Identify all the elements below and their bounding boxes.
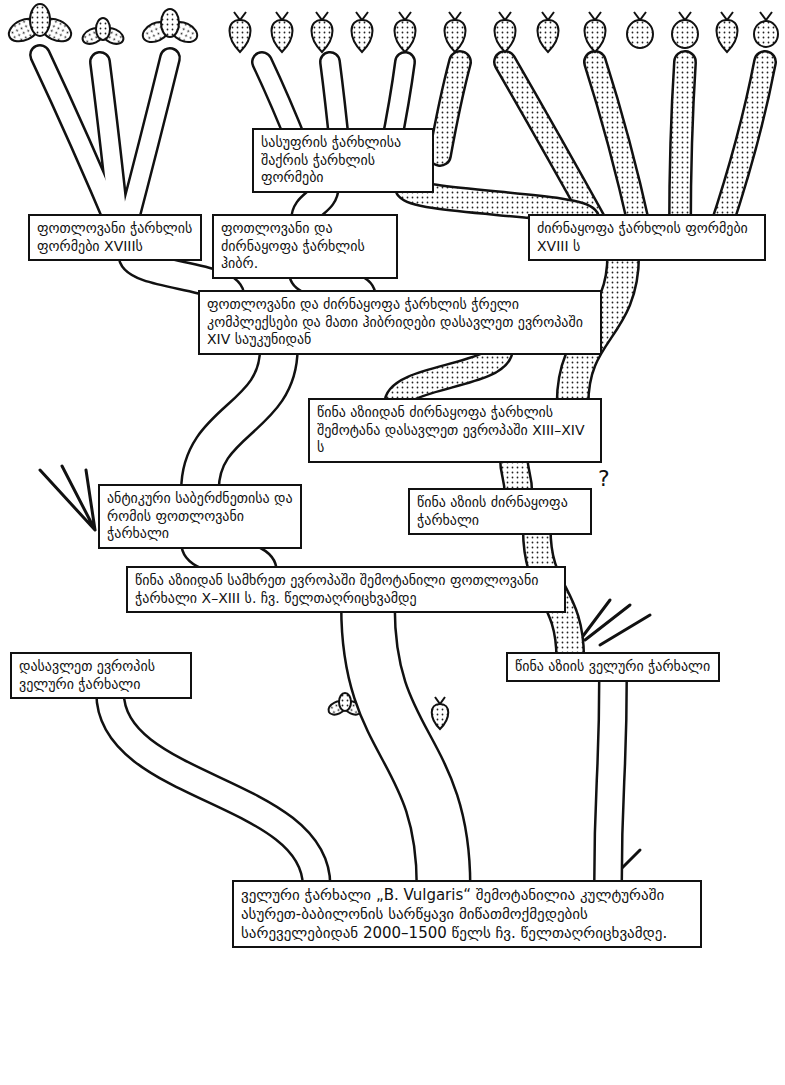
tree-branch bbox=[110, 693, 317, 886]
text-box: წინა აზიის ველური ჭარხალი bbox=[506, 652, 720, 682]
branch-fill bbox=[110, 693, 317, 886]
branch-fill bbox=[200, 349, 279, 491]
beet-icons bbox=[230, 12, 779, 729]
branch-outline bbox=[110, 693, 317, 886]
branch-fill bbox=[608, 676, 613, 887]
upper-branches bbox=[40, 55, 765, 890]
tree-branch bbox=[396, 349, 501, 405]
box-text: წინა აზიიდან სამხრეთ ევროპაში შემოტანილი… bbox=[135, 572, 557, 607]
text-box: ველური ჭარხალი „B. Vulgaris“ შემოტანილია… bbox=[232, 880, 702, 948]
branch-fill bbox=[368, 607, 444, 886]
text-box: წინა აზიის ძირნაყოფა ჭარხალი bbox=[408, 488, 592, 535]
box-text: სასუფრის ჭარხლისა შაქრის ჭარხლის ფორმები bbox=[261, 134, 425, 187]
branch-outline bbox=[368, 607, 444, 886]
text-box: წინა აზიიდან ძირნაყოფა ჭარხლის შემოტანა … bbox=[308, 398, 602, 463]
text-box: ფოთლოვანი და ძირნაყოფა ჭარხლის ჰიბრ. bbox=[212, 214, 398, 279]
box-text: ფოთლოვანი და ძირნაყოფა ჭარხლის ჭრელი კომ… bbox=[207, 296, 593, 349]
tree-branch bbox=[368, 607, 444, 886]
text-box: დასავლეთ ევროპის ველური ჭარხალი bbox=[10, 652, 192, 699]
text-box: ფოთლოვანი და ძირნაყოფა ჭარხლის ჭრელი კომ… bbox=[198, 290, 602, 355]
branch-outline bbox=[396, 349, 501, 405]
tree-branch bbox=[608, 676, 613, 887]
box-text: წინა აზიიდან ძირნაყოფა ჭარხლის შემოტანა … bbox=[317, 404, 593, 457]
branch-outline bbox=[608, 676, 613, 887]
branch-fill bbox=[396, 349, 501, 405]
box-text: წინა აზიის ძირნაყოფა ჭარხალი bbox=[417, 494, 583, 529]
box-text: ფოთლოვანი და ძირნაყოფა ჭარხლის ჰიბრ. bbox=[221, 220, 389, 273]
text-box: ფოთლოვანი ჭარხლის ფორმები XVIIIს bbox=[28, 214, 202, 261]
text-box: ძირნაყოფა ჭარხლის ფორმები XVIII ს bbox=[528, 214, 766, 261]
box-text: ანტიკური საბერძნეთისა და რომის ფოთლოვანი… bbox=[107, 490, 293, 543]
box-text: დასავლეთ ევროპის ველური ჭარხალი bbox=[19, 658, 183, 693]
box-text: წინა აზიის ველური ჭარხალი bbox=[515, 658, 711, 676]
box-text: ველური ჭარხალი „B. Vulgaris“ შემოტანილია… bbox=[241, 886, 693, 942]
text-box: წინა აზიიდან სამხრეთ ევროპაში შემოტანილი… bbox=[126, 566, 566, 613]
branch-outline bbox=[200, 349, 279, 491]
note-mark: ? bbox=[598, 466, 610, 491]
box-text: ძირნაყოფა ჭარხლის ფორმები XVIII ს bbox=[537, 220, 757, 255]
tree-branch bbox=[200, 349, 279, 491]
box-text: ფოთლოვანი ჭარხლის ფორმები XVIIIს bbox=[37, 220, 193, 255]
text-box: ანტიკური საბერძნეთისა და რომის ფოთლოვანი… bbox=[98, 484, 302, 549]
text-box: სასუფრის ჭარხლისა შაქრის ჭარხლის ფორმები bbox=[252, 128, 434, 193]
